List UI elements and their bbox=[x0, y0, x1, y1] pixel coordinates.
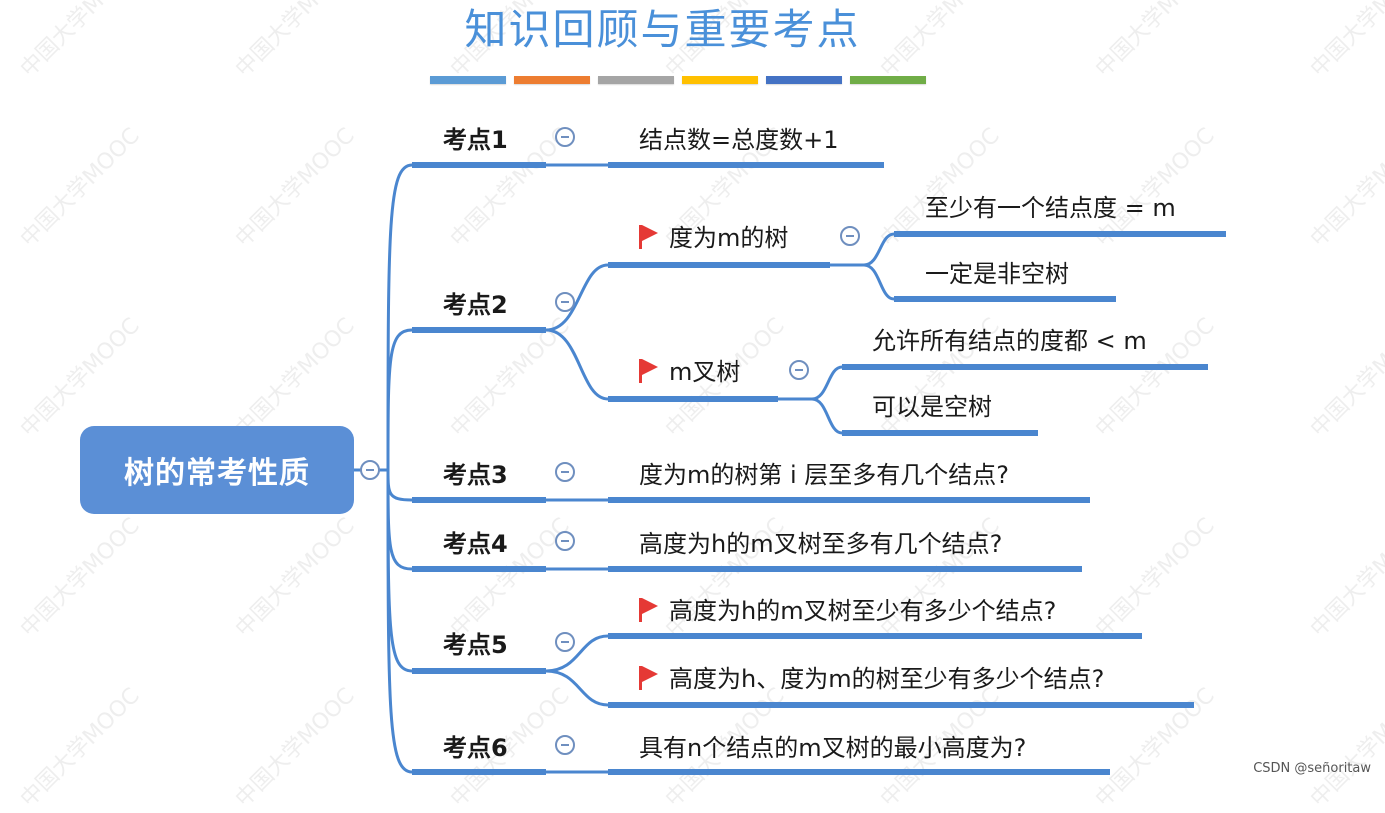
branch-3-label[interactable]: 考点3 bbox=[443, 461, 508, 489]
underline-bar bbox=[608, 633, 1142, 639]
connector-line bbox=[810, 365, 844, 401]
branch-4-collapse-icon[interactable] bbox=[555, 531, 575, 551]
branch-2-child-1-leaf-2[interactable]: 一定是非空树 bbox=[925, 260, 1069, 288]
connector-line bbox=[544, 328, 610, 401]
underline-bar bbox=[608, 702, 1194, 708]
branch-1-collapse-icon[interactable] bbox=[555, 127, 575, 147]
underline-bar bbox=[412, 497, 546, 503]
branch-2-child-2-leaf-2[interactable]: 可以是空树 bbox=[872, 393, 992, 421]
branch-5-child-2[interactable]: 高度为h、度为m的树至少有多少个结点? bbox=[639, 664, 1104, 694]
branch-1-child-1[interactable]: 结点数=总度数+1 bbox=[639, 126, 839, 154]
branch-2-child-2-collapse-icon[interactable] bbox=[789, 360, 809, 380]
mindmap-connectors bbox=[352, 162, 1226, 775]
branch-2-child-2-label: m叉树 bbox=[669, 358, 741, 386]
underline-bar bbox=[412, 162, 546, 168]
branch-5-child-1[interactable]: 高度为h的m叉树至少有多少个结点? bbox=[639, 596, 1056, 626]
branch-2-child-1[interactable]: 度为m的树 bbox=[639, 223, 788, 253]
branch-6-collapse-icon[interactable] bbox=[555, 735, 575, 755]
underline-bar bbox=[608, 262, 830, 268]
page-title: 知识回顾与重要考点 bbox=[464, 5, 861, 54]
connector-line bbox=[386, 163, 414, 472]
underline-bar bbox=[412, 668, 546, 674]
branch-2-child-2-leaf-1[interactable]: 允许所有结点的度都 < m bbox=[872, 327, 1147, 355]
underline-bar bbox=[894, 231, 1226, 237]
branch-2-child-1-leaf-1[interactable]: 至少有一个结点度 = m bbox=[925, 194, 1176, 222]
underline-bar bbox=[608, 769, 1110, 775]
underline-bar bbox=[608, 566, 1082, 572]
underline-bar bbox=[608, 162, 884, 168]
connector-line bbox=[386, 328, 414, 472]
connector-line bbox=[810, 397, 844, 435]
connector-line bbox=[544, 634, 610, 673]
underline-bar bbox=[842, 364, 1208, 370]
color-stripe bbox=[682, 76, 758, 84]
connector-line bbox=[386, 468, 414, 774]
branch-2-child-2[interactable]: m叉树 bbox=[639, 357, 740, 387]
underline-bar bbox=[842, 430, 1038, 436]
root-node[interactable]: 树的常考性质 bbox=[80, 426, 354, 514]
branch-2-collapse-icon[interactable] bbox=[555, 292, 575, 312]
branch-6-label[interactable]: 考点6 bbox=[443, 734, 508, 762]
connector-line bbox=[544, 263, 610, 332]
connector-line bbox=[862, 263, 896, 301]
branch-2-child-1-label: 度为m的树 bbox=[669, 224, 789, 252]
flag-icon bbox=[639, 225, 659, 249]
underline-bar bbox=[412, 327, 546, 333]
flag-icon bbox=[639, 598, 659, 622]
branch-2-label[interactable]: 考点2 bbox=[443, 291, 508, 319]
branch-5-label[interactable]: 考点5 bbox=[443, 631, 508, 659]
underline-bar bbox=[894, 296, 1116, 302]
branch-6-child-1[interactable]: 具有n个结点的m叉树的最小高度为? bbox=[639, 734, 1027, 762]
color-stripe bbox=[430, 76, 506, 84]
color-stripe bbox=[598, 76, 674, 84]
root-node-label: 树的常考性质 bbox=[124, 456, 310, 491]
branch-5-child-2-label: 高度为h、度为m的树至少有多少个结点? bbox=[669, 665, 1105, 693]
underline-bar bbox=[412, 566, 546, 572]
branch-4-label[interactable]: 考点4 bbox=[443, 530, 508, 558]
branch-4-child-1[interactable]: 高度为h的m叉树至多有几个结点? bbox=[639, 530, 1003, 558]
underline-bar bbox=[608, 497, 1090, 503]
underline-bar bbox=[608, 396, 778, 402]
color-stripe bbox=[766, 76, 842, 84]
flag-icon bbox=[639, 359, 659, 383]
branch-3-child-1[interactable]: 度为m的树第 i 层至多有几个结点? bbox=[639, 461, 1010, 489]
flag-icon bbox=[639, 666, 659, 690]
root-collapse-icon[interactable] bbox=[360, 460, 380, 480]
branch-3-collapse-icon[interactable] bbox=[555, 462, 575, 482]
underline-bar bbox=[412, 769, 546, 775]
connector-line bbox=[862, 232, 896, 267]
connector-line bbox=[386, 468, 414, 502]
connector-line bbox=[544, 669, 610, 707]
color-stripe bbox=[514, 76, 590, 84]
branch-2-child-1-collapse-icon[interactable] bbox=[840, 226, 860, 246]
color-stripe bbox=[850, 76, 926, 84]
branch-1-label[interactable]: 考点1 bbox=[443, 126, 508, 154]
connector-line bbox=[386, 468, 414, 571]
branch-5-child-1-label: 高度为h的m叉树至少有多少个结点? bbox=[669, 597, 1057, 625]
branch-5-collapse-icon[interactable] bbox=[555, 632, 575, 652]
credit-text: CSDN @señoritaw bbox=[1253, 761, 1371, 776]
